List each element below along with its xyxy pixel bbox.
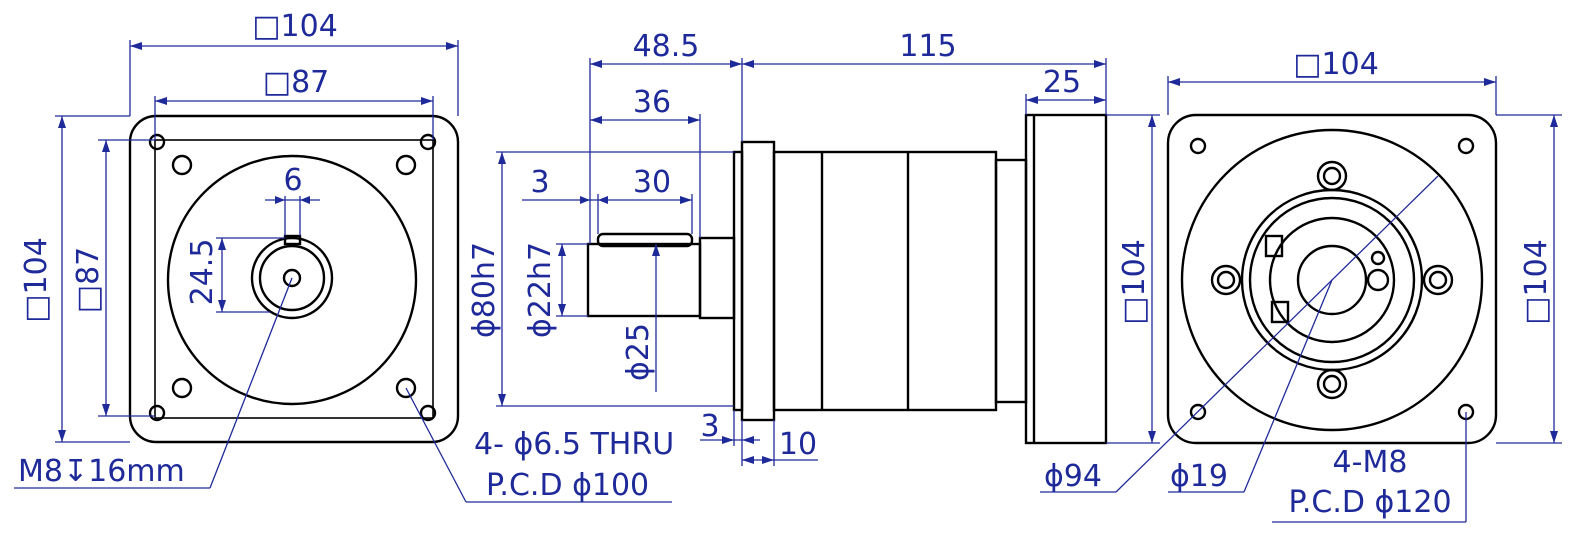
bolt-head	[1316, 368, 1348, 400]
output-view-dimensions: □104 □104 ϕ94 ϕ19 4-M8 P.C.D ϕ120	[1040, 47, 1562, 523]
bolt-head-inner	[1428, 270, 1448, 290]
note-thread: M8↧16mm	[18, 454, 185, 489]
dim-shaft-height: 24.5	[185, 239, 220, 306]
shaft-shoulder	[698, 236, 736, 320]
hub-hole-small	[1370, 250, 1386, 266]
note-tap-2: P.C.D ϕ120	[1288, 485, 1451, 520]
dim-output-overall-square: □104	[1293, 47, 1379, 82]
gear-housing	[772, 150, 998, 412]
note-holes-1: 4- ϕ6.5 THRU	[474, 427, 674, 462]
hub-slot	[1270, 300, 1290, 324]
dim-body-length: 115	[899, 29, 956, 64]
hub-hole	[1366, 268, 1390, 292]
shaft-body	[586, 242, 702, 318]
input-flange-side	[1024, 113, 1108, 445]
input-view-dimensions: □104 □87 □104 □87 6 24.5	[14, 9, 674, 503]
input-inner-square	[154, 139, 434, 419]
note-tap-1: 4-M8	[1333, 445, 1408, 480]
mount-hole	[395, 377, 417, 399]
output-flange	[740, 140, 776, 422]
side-view-dimensions: 48.5 115 25 36 3 30 ϕ80h7	[467, 29, 1160, 466]
pilot-ring	[732, 150, 744, 412]
dim-output-square-side: □104	[1519, 239, 1554, 325]
dim-key-total: 36	[633, 85, 671, 120]
dim-bore-diameter: ϕ19	[1170, 459, 1228, 494]
dim-output-square: □104	[1117, 239, 1152, 325]
dim-key-offset: 3	[530, 165, 549, 200]
input-flange-outline	[128, 114, 460, 444]
dim-shaft-length: 48.5	[633, 29, 700, 64]
input-end-view	[128, 114, 460, 444]
corner-tap	[1457, 137, 1475, 155]
hub-slot	[1264, 234, 1284, 258]
bolt-head-inner	[1322, 374, 1342, 394]
dim-shoulder-diameter: ϕ25	[621, 323, 656, 381]
corner-tap	[1189, 137, 1207, 155]
corner-tap	[419, 404, 437, 422]
corner-tap	[1189, 403, 1207, 421]
dim-overall-square: □104	[252, 9, 338, 44]
dim-outer-diameter: ϕ94	[1044, 459, 1102, 494]
corner-tap	[419, 133, 437, 151]
output-flange-outline	[1166, 113, 1498, 445]
side-view	[586, 113, 1108, 445]
note-holes-2: P.C.D ϕ100	[486, 468, 649, 503]
input-pilot-circle	[166, 154, 418, 406]
shaft-outer	[250, 236, 334, 320]
bolt-head-inner	[1322, 166, 1342, 186]
dim-overall-square-side: □104	[19, 237, 54, 323]
dim-key-length: 30	[633, 165, 671, 200]
mount-hole	[171, 377, 193, 399]
output-ring-inner	[1248, 196, 1416, 364]
dim-shaft-diameter: ϕ22h7	[523, 242, 558, 338]
mount-hole	[395, 154, 417, 176]
housing-neck	[994, 158, 1028, 404]
bolt-head	[1422, 264, 1454, 296]
dim-inner-square-side: □87	[71, 247, 106, 314]
bolt-head-inner	[1216, 270, 1236, 290]
shaft-key	[596, 232, 694, 248]
output-bore	[1296, 244, 1368, 316]
shaft-inner	[258, 244, 326, 312]
corner-tap	[148, 404, 166, 422]
corner-tap	[148, 133, 166, 151]
dim-pilot-diameter: ϕ80h7	[467, 242, 502, 338]
bolt-head	[1210, 264, 1242, 296]
dim-flange-width: 10	[779, 427, 817, 462]
center-hole	[282, 268, 302, 288]
dim-inner-square: □87	[263, 65, 330, 100]
output-outer-circle	[1180, 128, 1484, 432]
dim-pilot-depth: 3	[700, 409, 719, 444]
output-end-view	[1166, 113, 1498, 445]
dim-flange-thickness: 25	[1043, 65, 1081, 100]
mount-hole	[171, 154, 193, 176]
bolt-head	[1316, 160, 1348, 192]
output-hub	[1268, 216, 1396, 344]
key-slot	[283, 234, 302, 246]
dim-key-width: 6	[283, 163, 302, 198]
